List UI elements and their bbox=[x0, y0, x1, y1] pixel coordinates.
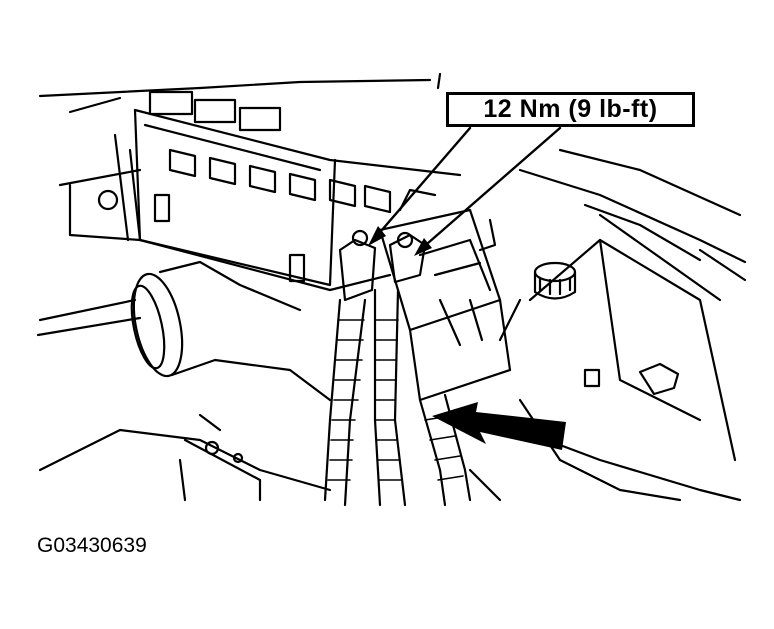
pointer-arrow-icon bbox=[432, 402, 566, 450]
lower-frame bbox=[38, 413, 332, 502]
reservoir-cap bbox=[533, 261, 577, 300]
air-intake-duct bbox=[36, 260, 332, 402]
leader-arrowheads bbox=[368, 226, 432, 256]
torque-spec-label: 12 Nm (9 lb-ft) bbox=[483, 95, 658, 123]
corrugated-cables bbox=[323, 288, 472, 507]
terminal-posts bbox=[338, 229, 427, 302]
torque-callout-box: 12 Nm (9 lb-ft) bbox=[446, 92, 695, 127]
fuse-relay-box bbox=[58, 90, 462, 292]
callout-leader-lines bbox=[373, 126, 562, 252]
right-side-components bbox=[468, 238, 742, 502]
figure-id-label: G03430639 bbox=[37, 534, 147, 557]
hood-edge-lines bbox=[38, 72, 747, 302]
battery-junction-connector bbox=[378, 188, 512, 402]
